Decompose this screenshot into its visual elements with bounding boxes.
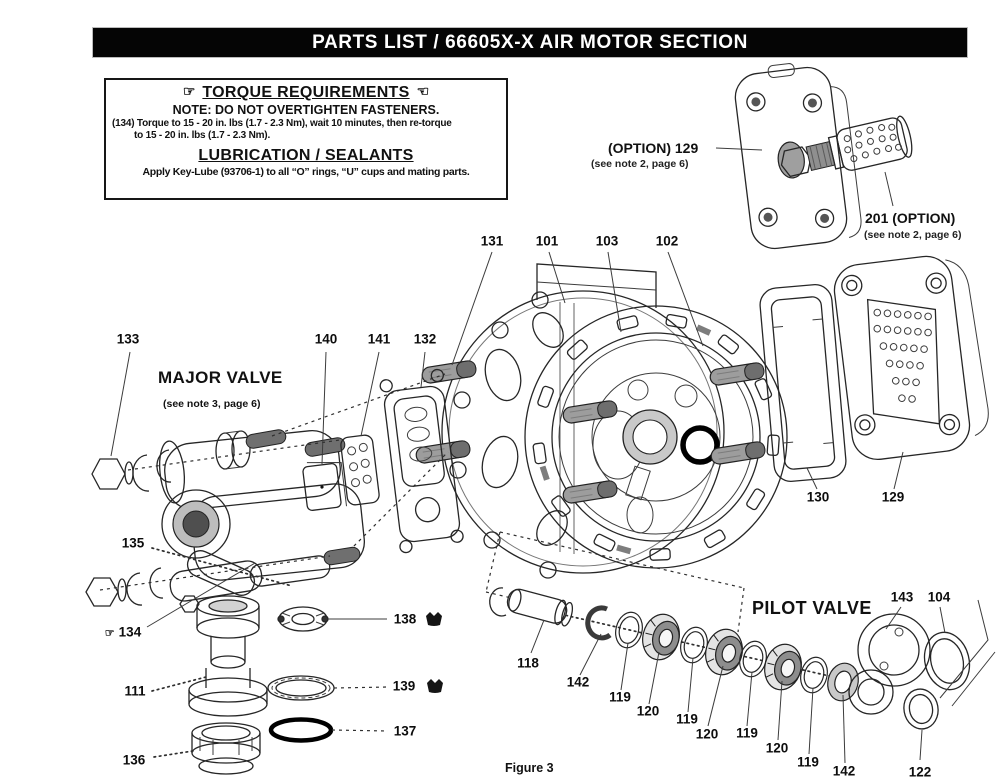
part-label-119: 119 (736, 725, 758, 741)
o-ring-137 (268, 717, 334, 743)
part-label-142: 142 (566, 674, 590, 690)
o-ring-122 (903, 688, 939, 730)
part-label-138: 138 (393, 611, 417, 627)
part-label-111: 111 (124, 683, 146, 699)
retaining-clip (489, 587, 507, 617)
figure-caption: Figure 3 (505, 761, 554, 775)
washer-142-left (585, 605, 612, 641)
lube-symbol-icon (426, 678, 444, 693)
part-label-129: 129 (881, 489, 905, 505)
part-label-120: 120 (765, 740, 789, 756)
muffler-201 (780, 115, 913, 178)
option-201-label: 201 (OPTION) (865, 210, 956, 226)
part-label-135: 135 (121, 535, 145, 551)
spool-111 (188, 595, 268, 717)
option-plate-129 (734, 63, 862, 250)
gasket-plate-132 (379, 368, 464, 554)
plate-140 (302, 461, 348, 511)
part-label-139: 139 (392, 678, 416, 694)
o-ring-102 (680, 425, 720, 465)
back-flange-101 (441, 263, 725, 579)
pointing-hand-right-icon: ☞ (182, 83, 196, 99)
part-label-133: 133 (116, 331, 140, 347)
part-label-136: 136 (122, 752, 146, 768)
part-label-143: 143 (890, 589, 914, 605)
part-label-119: 119 (676, 711, 698, 727)
part-label-141: 141 (367, 331, 391, 347)
pin-118 (506, 588, 574, 627)
part-label-118: 118 (517, 655, 539, 671)
part-label-134: ☞134 (105, 625, 141, 640)
cup-139 (267, 675, 335, 701)
gland-138 (277, 606, 329, 632)
pilot-gasket-143 (848, 613, 931, 715)
part-label-104: 104 (927, 589, 951, 605)
major-valve-assembly (85, 373, 449, 613)
leader-lines (110, 147, 946, 764)
pointing-hand-left-icon: ☜ (416, 83, 430, 99)
part-label-130: 130 (806, 489, 830, 505)
part-label-134-text: 134 (118, 624, 142, 640)
lube-symbol-icon (425, 611, 443, 626)
major-valve-heading: MAJOR VALVE (158, 368, 283, 387)
option-201-note: (see note 2, page 6) (864, 229, 962, 241)
torque-requirements-box: ☞ TORQUE REQUIREMENTS ☜ NOTE: DO NOT OVERT… (104, 78, 508, 200)
part-label-119: 119 (797, 754, 819, 770)
torque-heading-row: ☞ TORQUE REQUIREMENTS ☜ (106, 83, 506, 102)
page-title: PARTS LIST / 66605X-X AIR MOTOR SECTION (93, 28, 967, 57)
option-129-label: (OPTION) 129 (608, 140, 699, 156)
lubrication-sealants-heading: LUBRICATION / SEALANTS (198, 147, 414, 164)
part-label-140: 140 (314, 331, 338, 347)
torque-requirements-heading: TORQUE REQUIREMENTS (202, 84, 410, 101)
part-label-120: 120 (695, 726, 719, 742)
part-label-131: 131 (480, 233, 504, 249)
rotor-plate-102-103 (524, 305, 788, 569)
torque-instruction-line2: to 15 - 20 in. lbs (1.7 - 2.3 Nm). (134, 130, 271, 141)
torque-instruction-line1: (134) Torque to 15 - 20 in. lbs (1.7 - 2… (112, 118, 452, 129)
part-label-132: 132 (413, 331, 437, 347)
pointer-134-icon: ☞ (104, 627, 115, 640)
part-label-102: 102 (655, 233, 679, 249)
part-label-137: 137 (393, 723, 417, 739)
overtighten-note: NOTE: DO NOT OVERTIGHTEN FASTENERS. (172, 103, 440, 117)
part-label-103: 103 (595, 233, 619, 249)
major-valve-note: (see note 3, page 6) (163, 398, 261, 410)
part-label-122: 122 (908, 764, 932, 780)
option-129-note: (see note 2, page 6) (591, 158, 689, 170)
gasket-130 (759, 283, 847, 483)
washer-142-right (827, 662, 859, 702)
part-label-120: 120 (636, 703, 660, 719)
cap-136 (191, 722, 261, 775)
part-label-142: 142 (832, 763, 856, 779)
muffler-bracket-129 (833, 255, 989, 461)
part-label-119: 119 (609, 689, 631, 705)
lubrication-instruction: Apply Key-Lube (93706-1) to all “O” ring… (142, 166, 470, 178)
pilot-valve-heading: PILOT VALVE (752, 598, 872, 618)
part-label-101: 101 (535, 233, 559, 249)
plate-141 (340, 434, 380, 506)
